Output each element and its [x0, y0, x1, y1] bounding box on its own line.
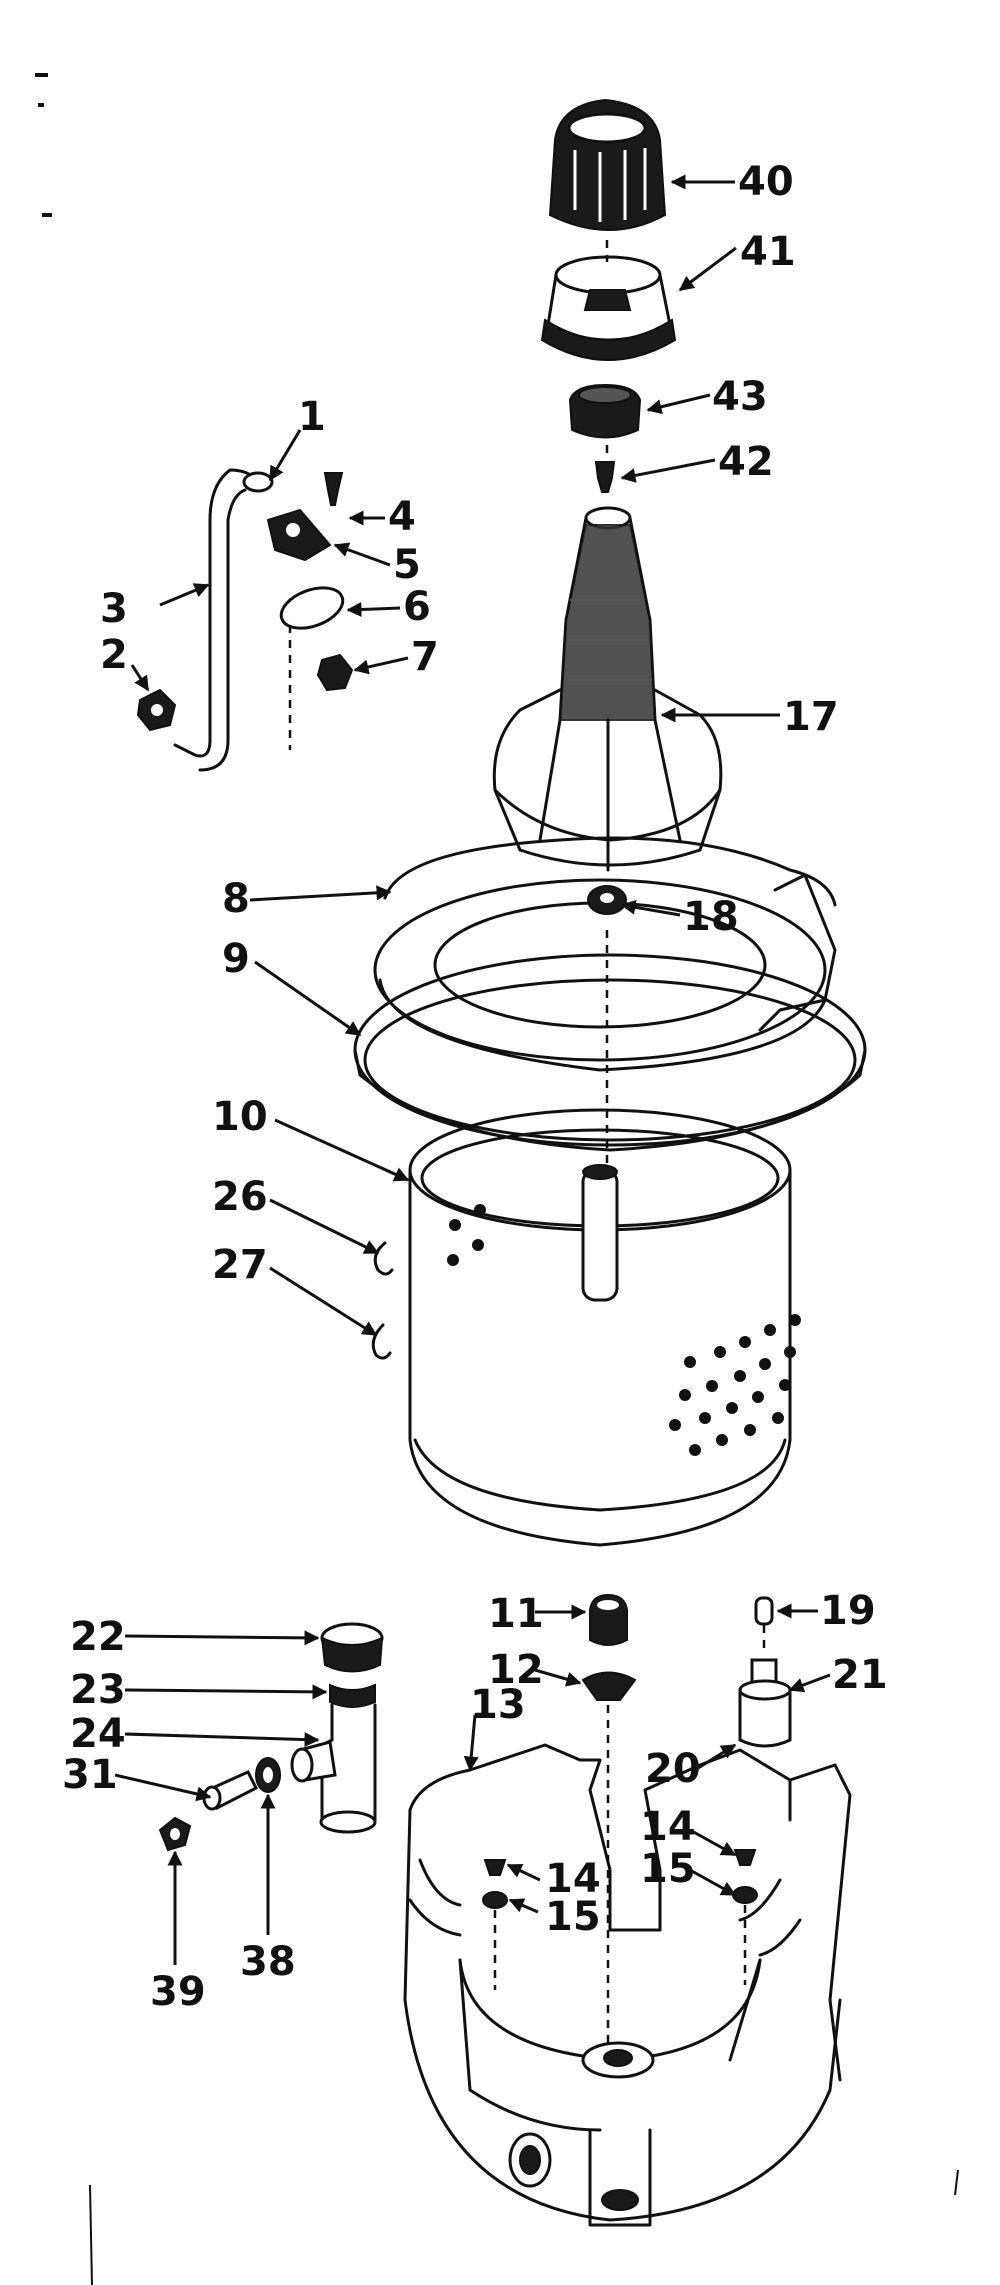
part-2-nut [136, 688, 177, 732]
part-40-agitator-cap [548, 98, 667, 231]
callout-27: 27 [212, 1242, 268, 1288]
callout-9: 9 [222, 936, 250, 982]
part-11-seal [589, 1593, 628, 1646]
callout-20: 20 [645, 1746, 701, 1792]
part-27-clip [371, 1323, 392, 1360]
callout-10: 10 [212, 1094, 268, 1140]
callout-2: 2 [100, 632, 128, 678]
part-23-ring [329, 1683, 376, 1708]
callout-8: 8 [222, 876, 250, 922]
callout-18: 18 [683, 894, 739, 940]
callout-5: 5 [393, 542, 421, 588]
part-14-screw-left [483, 1859, 507, 1876]
callout-23: 23 [70, 1667, 126, 1713]
assembly-axis-lines [288, 240, 610, 2050]
callout-41: 41 [740, 229, 796, 275]
callout-31: 31 [62, 1752, 118, 1798]
callout-39: 39 [150, 1969, 206, 2015]
part-24-pump-body [290, 1703, 377, 1834]
part-22-cap [320, 1622, 384, 1673]
callout-labels: 40 41 43 42 17 18 1 4 5 6 7 3 2 8 9 10 2… [62, 159, 888, 2015]
part-13-outer-tub [403, 1743, 852, 2227]
callout-17: 17 [783, 694, 839, 740]
callout-15-left: 15 [545, 1894, 601, 1940]
callout-38: 38 [240, 1939, 296, 1985]
scan-marks [35, 73, 959, 2285]
part-12-washer [581, 1671, 637, 1701]
callout-15-right: 15 [640, 1846, 696, 1892]
callout-7: 7 [411, 634, 439, 680]
callout-12: 12 [488, 1647, 544, 1693]
part-17-agitator [492, 506, 723, 872]
callout-14-left: 14 [545, 1856, 601, 1902]
part-3-hose-tube [173, 468, 264, 772]
callout-22: 22 [70, 1614, 126, 1660]
part-42-screw [594, 461, 616, 493]
basket-perforations [447, 1204, 801, 1456]
part-26-clip [373, 1241, 394, 1276]
callout-14-right: 14 [640, 1804, 696, 1850]
callout-13: 13 [470, 1682, 526, 1728]
part-1-washer [242, 471, 274, 493]
part-6-gasket [279, 586, 345, 630]
part-39-clamp [158, 1816, 192, 1852]
part-15-washer-right [732, 1886, 758, 1985]
part-43-cam [568, 383, 642, 439]
callout-40: 40 [738, 159, 794, 205]
callout-1: 1 [298, 394, 326, 440]
part-14-screw-right [733, 1849, 757, 1866]
callout-4: 4 [388, 494, 416, 540]
callout-19: 19 [820, 1588, 876, 1634]
callout-24: 24 [70, 1711, 126, 1757]
part-15-washer-left [482, 1891, 508, 1990]
part-31-tube [202, 1770, 259, 1811]
leader-lines [114, 174, 831, 1965]
part-21-bushing [738, 1658, 792, 1748]
part-10-basket [408, 1108, 801, 1547]
part-41-cap-base [540, 255, 677, 361]
callout-43: 43 [712, 374, 768, 420]
callout-6: 6 [403, 584, 431, 630]
part-38-o-ring [255, 1757, 281, 1793]
callout-42: 42 [718, 439, 774, 485]
callout-3: 3 [100, 586, 128, 632]
callout-26: 26 [212, 1174, 268, 1220]
part-4-screw [323, 472, 344, 506]
part-7-nut [316, 653, 354, 692]
part-9-tub-ring [353, 953, 867, 1152]
callout-11: 11 [488, 1591, 544, 1637]
callout-21: 21 [832, 1652, 888, 1698]
part-5-bracket [266, 508, 332, 562]
part-19-screw [754, 1596, 774, 1655]
part-18-nut [587, 885, 627, 915]
